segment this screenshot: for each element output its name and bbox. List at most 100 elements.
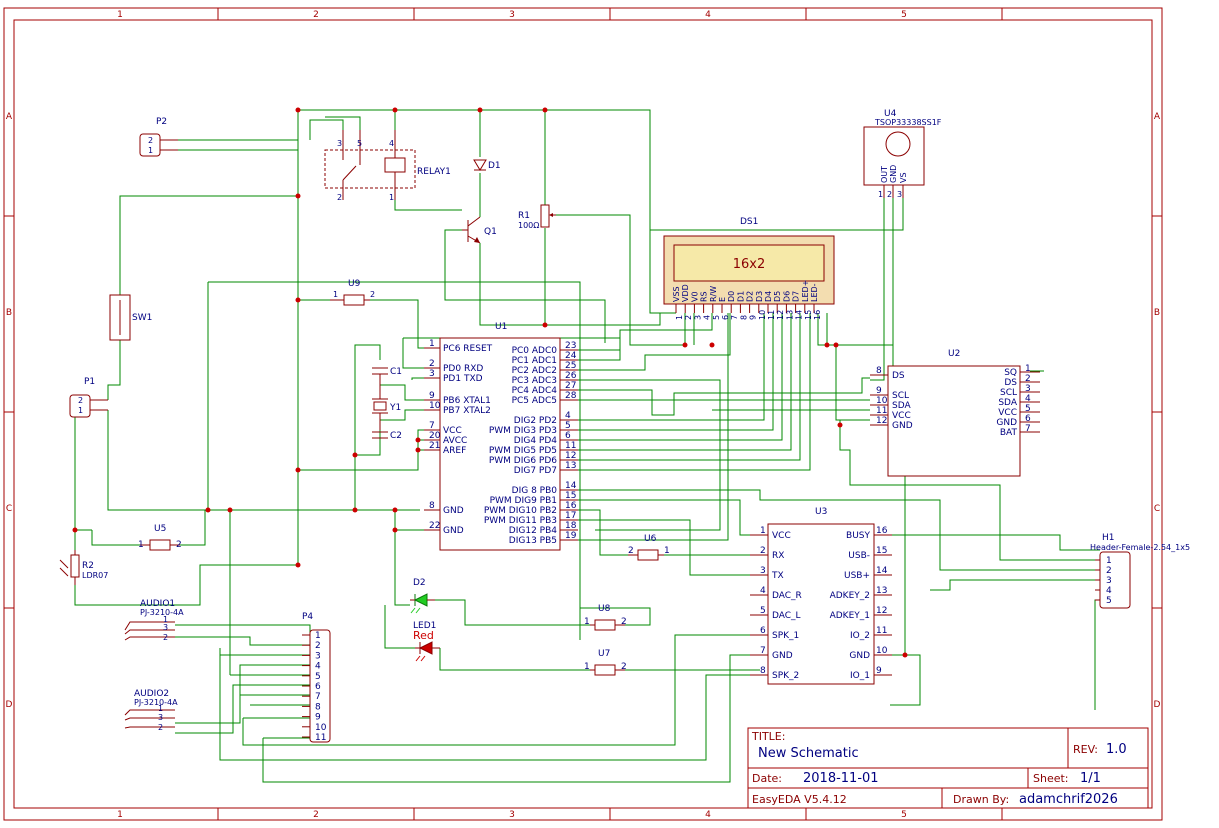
sheet-value: 1/1 (1080, 771, 1101, 786)
ds1-pin-name-10: D3 (755, 291, 764, 302)
led-d2[interactable]: D2 (410, 578, 435, 614)
drawn-by-label: Drawn By: (953, 793, 1009, 806)
u1-pin-name-28: PC5 ADC5 (512, 396, 557, 406)
u3-pin-name-16: BUSY (846, 531, 870, 541)
title-block: TITLE: New Schematic REV: 1.0 Date: 2018… (747, 727, 1149, 809)
u3-pin-name-11: IO_2 (850, 631, 870, 641)
junctions (72, 107, 908, 658)
resistor-u5[interactable]: U5 1 2 (138, 524, 182, 551)
relay1-pin-5: 5 (357, 139, 362, 148)
u8-ref: U8 (598, 604, 611, 614)
u6-pin-1: 1 (664, 546, 670, 556)
p2-ref: P2 (156, 117, 167, 127)
audio-jack-audio2[interactable]: AUDIO2 PJ-3210-4A 1 3 2 (124, 689, 178, 732)
col-label-top-5: 5 (901, 10, 907, 20)
capacitor-c1[interactable]: C1 (372, 367, 402, 385)
u3-pin-name-5: DAC_L (772, 611, 801, 621)
led-led1[interactable]: LED1 Red (413, 621, 440, 662)
u1-pin-name-10: PB7 XTAL2 (443, 406, 491, 416)
u3-pin-num-11: 11 (876, 626, 887, 636)
u3-pin-name-3: TX (771, 571, 784, 581)
u1-pin-num-26: 26 (565, 371, 577, 381)
u1-pin-num-5: 5 (565, 421, 571, 431)
r1-value: 100Ω (518, 221, 539, 230)
u1-pin-name-2: PD0 RXD (443, 364, 483, 374)
col-label-top-4: 4 (705, 10, 711, 20)
switch-sw1[interactable]: SW1 (109, 294, 152, 341)
relay-relay1[interactable]: 3 5 4 2 1 RELAY1 (324, 130, 451, 202)
u3-pin-num-4: 4 (760, 586, 766, 596)
p4-pin-1: 1 (315, 631, 321, 641)
audio2-pin-1: 1 (158, 704, 163, 713)
diode-d1[interactable]: D1 (473, 159, 501, 171)
ds1-pin-group: VSS1VDD2V03RS4R/W5E6D07D18D29D310D411D51… (672, 280, 822, 320)
u1-pin-num-2: 2 (429, 359, 435, 369)
u1-pin-name-7: VCC (443, 426, 462, 436)
u4-pin-out-name: OUT (880, 166, 889, 183)
resistor-u8[interactable]: U8 1 2 (584, 604, 627, 631)
p2-pin-1: 1 (148, 146, 153, 155)
ds1-pin-name-11: D4 (764, 291, 773, 302)
col-label-bottom-5: 5 (901, 810, 907, 820)
crystal-y1[interactable]: Y1 (372, 385, 401, 430)
u4-ref: U4 (884, 109, 897, 119)
transistor-q1[interactable]: Q1 (462, 216, 497, 244)
ds1-pin-num-13: 13 (785, 310, 794, 320)
audio-jack-audio1[interactable]: AUDIO1 PJ-3210-4A 1 3 2 (124, 599, 184, 642)
resistor-u7[interactable]: U7 1 2 (584, 649, 627, 676)
title-label: TITLE: (751, 730, 785, 743)
u1-pin-name-14: DIG 8 PB0 (512, 486, 558, 496)
u3-pin-name-15: USB- (848, 551, 870, 561)
u2-pin-name-7: BAT (1000, 428, 1018, 438)
col-label-top-1: 1 (117, 10, 123, 20)
u2-pin-num-1: 1 (1025, 364, 1031, 374)
resistor-u9[interactable]: U9 1 2 (330, 279, 375, 306)
audio1-pin-3: 3 (163, 623, 168, 632)
u1-pin-num-13: 13 (565, 461, 576, 471)
u1-pin-num-17: 17 (565, 511, 576, 521)
u7-ref: U7 (598, 649, 610, 659)
potentiometer-r1[interactable]: R1 100Ω (518, 204, 556, 230)
u1-pin-num-28: 28 (565, 391, 577, 401)
u1-pin-num-14: 14 (565, 481, 577, 491)
u3-pin-num-6: 6 (760, 626, 766, 636)
u1-pin-num-15: 15 (565, 491, 576, 501)
h1-pin-3: 3 (1106, 576, 1112, 586)
capacitor-c2[interactable]: C2 (372, 431, 402, 441)
u2-pin-name-11: VCC (892, 411, 911, 421)
u1-pin-name-1: PC6 RESET (443, 344, 493, 354)
connector-p2[interactable]: P2 2 1 (139, 117, 178, 157)
ldr-r2[interactable]: R2 LDR07 (59, 550, 108, 585)
lcd-ds1[interactable]: DS1 16x2 VSS1VDD2V03RS4R/W5E6D07D18D29D3… (663, 217, 835, 320)
u1-pin-name-26: PC3 ADC3 (512, 376, 557, 386)
u5-pin-2: 2 (176, 540, 182, 550)
u2-pin-name-5: VCC (998, 408, 1017, 418)
row-label-left-c: C (6, 504, 12, 514)
u1-pin-num-11: 11 (565, 441, 576, 451)
u3-pin-num-12: 12 (876, 606, 887, 616)
p4-pin-4: 4 (315, 662, 321, 672)
u1-pin-num-7: 7 (429, 421, 435, 431)
audio1-ref: AUDIO1 (140, 599, 175, 609)
u2-pin-num-6: 6 (1025, 414, 1031, 424)
resistor-u6[interactable]: U6 2 1 (628, 534, 670, 561)
connector-p1[interactable]: P1 2 1 (69, 377, 108, 418)
ds1-ref: DS1 (740, 217, 758, 227)
ds1-pin-name-4: RS (700, 291, 709, 302)
u3-pin-num-10: 10 (876, 646, 888, 656)
ds1-pin-name-8: D1 (736, 291, 745, 302)
ds1-pin-num-3: 3 (693, 315, 702, 320)
u1-pin-name-17: PWM DIG11 PB3 (484, 516, 557, 526)
ir-receiver-u4[interactable]: U4 TSOP33338SS1F OUT GND VS 1 2 3 (863, 109, 942, 199)
u9-pin-2: 2 (370, 290, 375, 299)
u1-pin-name-12: PWM DIG6 PD6 (489, 456, 557, 466)
u3-pin-name-4: DAC_R (772, 591, 802, 601)
u3-pin-num-14: 14 (876, 566, 888, 576)
ds1-pin-name-2: VDD (681, 284, 690, 302)
